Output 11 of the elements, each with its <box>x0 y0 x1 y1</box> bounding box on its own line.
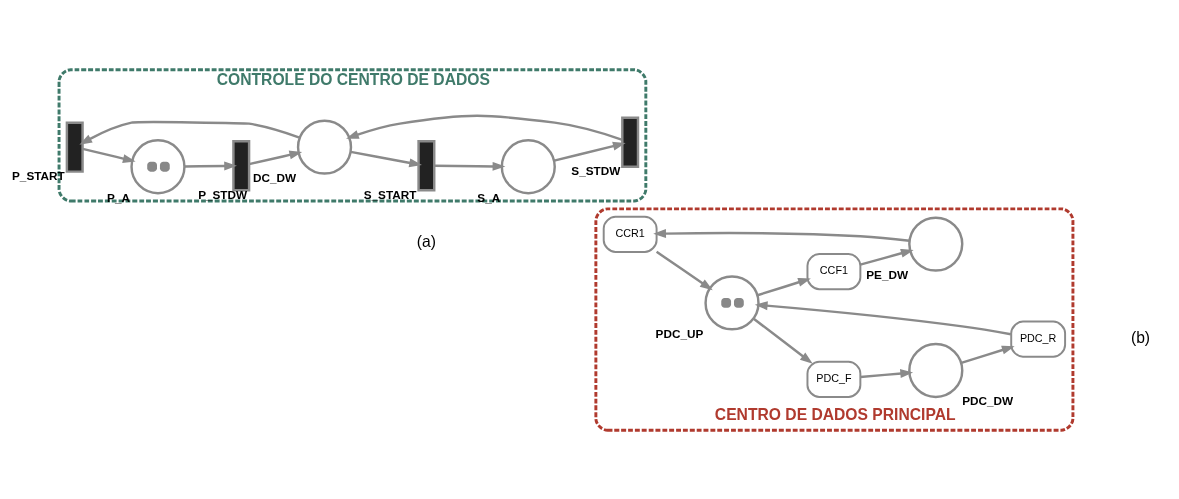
node-label: DC_DW <box>253 170 297 184</box>
node-label: S_A <box>477 190 501 204</box>
node-label: S_STDW <box>571 163 621 177</box>
node-label: PDC_UP <box>655 326 704 340</box>
node-label: (b) <box>1130 328 1151 346</box>
node-label: (a) <box>416 232 436 250</box>
node-label: P_STDW <box>198 187 248 201</box>
node-label: S_START <box>363 187 417 201</box>
node-label: P_A <box>107 190 130 204</box>
node-label: PE_DW <box>866 267 909 281</box>
node-label: PDC_DW <box>962 393 1014 407</box>
